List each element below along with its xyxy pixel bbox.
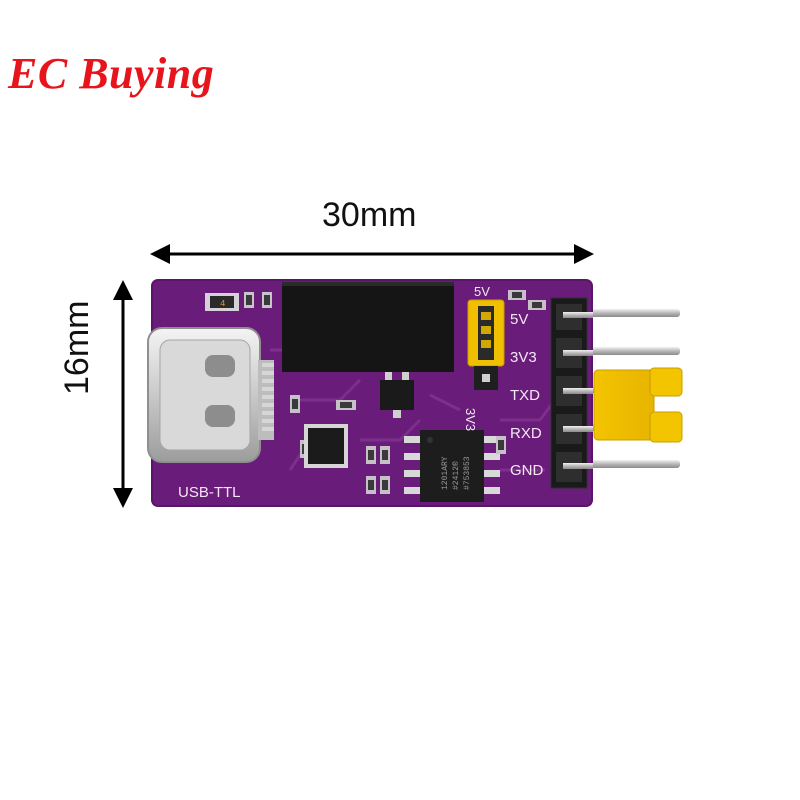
- jumper-label-3v3: 3V3: [463, 408, 478, 431]
- jumper-label-5v: 5V: [474, 284, 490, 299]
- pin-label-rxd: RXD: [510, 425, 542, 442]
- header-shunt-jumper: [593, 367, 683, 443]
- pin-label-gnd: GND: [510, 462, 544, 479]
- pin-label-3v3: 3V3: [510, 349, 537, 366]
- marking-text: 4: [220, 299, 225, 309]
- width-arrow: [150, 244, 594, 264]
- height-arrow: [113, 280, 133, 508]
- usb-c-connector: [147, 327, 274, 463]
- qfn-chip: [304, 424, 348, 468]
- pin-label-txd: TXD: [510, 387, 540, 404]
- width-dimension-label: 30mm: [322, 196, 417, 234]
- soic-chip: 1201ARY #2412® #753853: [404, 430, 500, 502]
- pin-label-5v: 5V: [510, 311, 528, 328]
- chip-marking-2: #2412®: [452, 461, 461, 490]
- top-left-components: 4: [205, 292, 272, 311]
- chip-marking-1: 1201ARY: [441, 456, 450, 490]
- voltage-jumper: [467, 299, 505, 390]
- black-module: [282, 282, 454, 372]
- sot-regulator: [380, 372, 414, 418]
- brand-logo: EC Buying: [8, 49, 215, 98]
- right-components: [496, 290, 546, 454]
- board-title-text: USB-TTL: [178, 484, 241, 501]
- chip-marking-3: #753853: [463, 456, 472, 490]
- pin-header: [550, 297, 593, 489]
